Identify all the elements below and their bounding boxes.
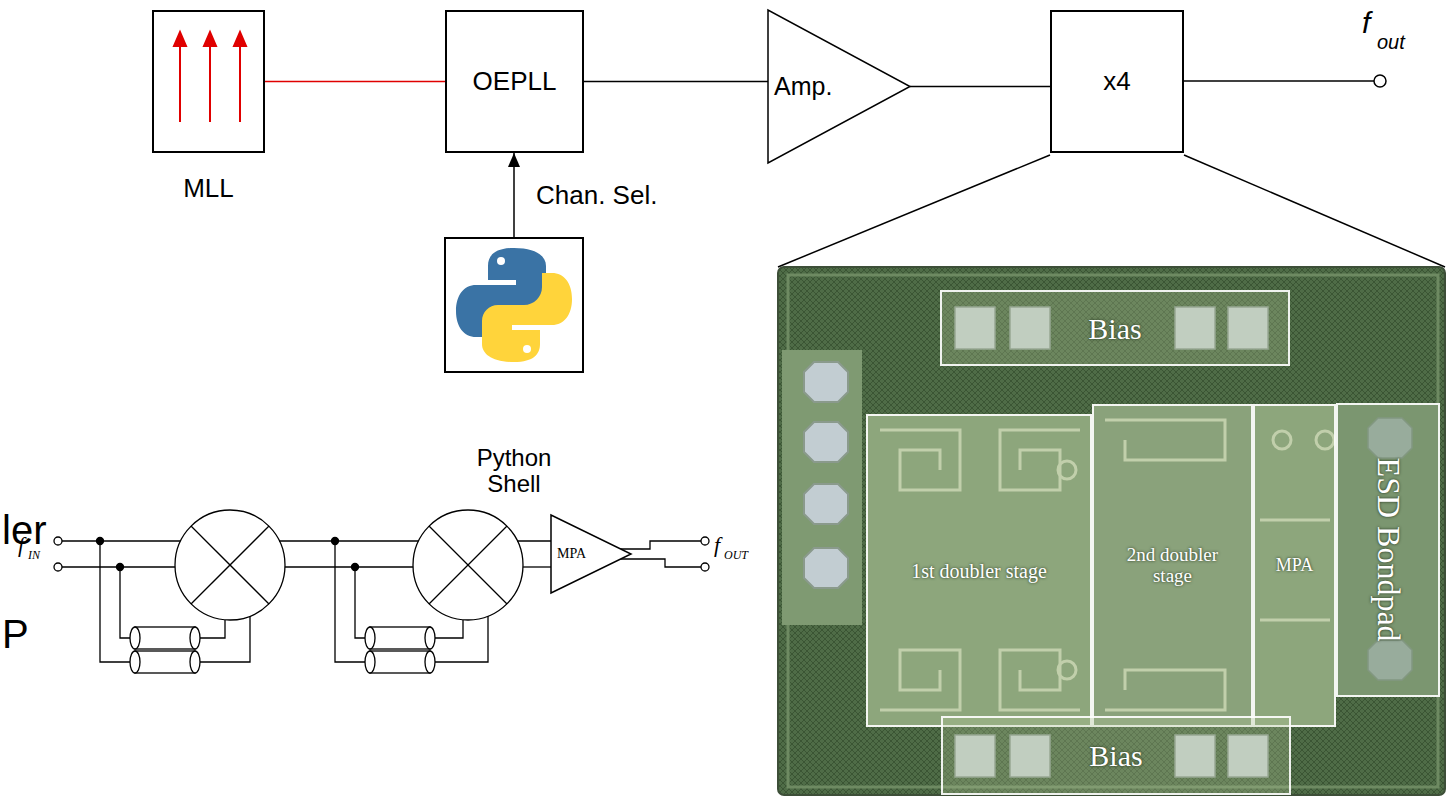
triangle-outline	[768, 10, 910, 163]
connector	[508, 153, 520, 237]
drawing-ellipse	[365, 651, 375, 673]
node-text: Python Shell	[464, 445, 564, 498]
drawing-line	[62, 540, 181, 541]
connector	[910, 86, 1050, 87]
cut-text: P	[2, 614, 29, 654]
drawing-line	[191, 526, 269, 604]
drawing-polygon	[804, 362, 848, 402]
drawing-circle	[497, 257, 505, 265]
drawing-line	[179, 44, 181, 122]
drawing-ellipse	[190, 651, 200, 673]
drawing-polygon	[804, 548, 848, 588]
drawing-circle	[54, 563, 62, 571]
edge-label: Chan. Sel.	[534, 181, 659, 209]
node-text: Bias	[1089, 739, 1142, 772]
signal-name: f	[18, 534, 24, 556]
amplifier-region: MPA	[1253, 404, 1336, 727]
drawing-ellipse	[130, 627, 140, 649]
drawing-ellipse	[425, 627, 435, 649]
drawing-rect	[866, 414, 1092, 727]
signal-name: f	[714, 534, 720, 556]
drawing-g	[482, 273, 572, 362]
drawing-line	[517, 540, 551, 541]
arrow-head	[508, 153, 520, 167]
drawing-line	[429, 526, 507, 604]
drawing-rect	[782, 350, 862, 625]
drawing-rect	[1253, 404, 1336, 727]
node-text: OEPLL	[473, 67, 557, 96]
pll-box: OEPLL	[445, 10, 584, 153]
node-text: 2nd doubler stage	[1113, 545, 1233, 587]
drawing-ellipse	[365, 627, 375, 649]
quadrupler-schematic	[54, 510, 709, 673]
cut-text: ler	[2, 510, 46, 550]
drawing-ellipse	[190, 627, 200, 649]
connector-line	[265, 81, 445, 83]
drawing-circle	[701, 537, 709, 545]
drawing-circle	[175, 510, 285, 620]
drawing-circle	[413, 510, 523, 620]
connector-line	[584, 81, 768, 83]
python-shell-box: Python Shell	[444, 237, 584, 373]
doubler-region: 2nd doubler stage	[1092, 404, 1253, 727]
node-text: MPA	[1276, 556, 1313, 576]
signal-subscript: IN	[28, 549, 40, 561]
drawing-line	[279, 540, 419, 541]
connector	[584, 81, 768, 82]
drawing-ellipse	[130, 651, 140, 673]
drawing-rect	[135, 627, 195, 649]
drawing-circle	[523, 345, 531, 353]
drawing-line	[239, 44, 241, 122]
bondpad-region: ESD Bondpad	[1336, 403, 1440, 697]
drawing-polygon	[804, 484, 848, 524]
bias-region: Bias	[941, 716, 1291, 795]
node-text: 1st doubler stage	[911, 560, 1047, 582]
drawing-polygon	[174, 32, 186, 46]
drawing-line	[1184, 155, 1445, 267]
node-text: Bias	[1088, 312, 1141, 345]
laser-box: MLL	[152, 10, 265, 153]
drawing-line	[778, 155, 1050, 267]
drawing-line	[429, 526, 507, 604]
signal-subscript: out	[1377, 32, 1405, 52]
drawing-rect	[778, 267, 1445, 795]
signal-name: f	[1362, 8, 1370, 38]
multiplier-box: x4	[1050, 10, 1184, 153]
python-logo	[456, 248, 572, 362]
drawing-rect	[1092, 404, 1253, 727]
connector	[265, 81, 445, 82]
doubler-region: 1st doubler stage	[866, 414, 1092, 727]
drawing-line	[285, 566, 413, 567]
triangle-outline	[551, 515, 631, 593]
drawing-rect	[1336, 403, 1440, 697]
drawing-rect	[135, 651, 195, 673]
drawing-circle	[54, 537, 62, 545]
bias-region: Bias	[940, 290, 1290, 366]
amplifier-triangle: MPA	[551, 515, 631, 593]
node-text: MLL	[183, 174, 234, 203]
node-text: Amp.	[774, 73, 832, 101]
drawing-ellipse	[425, 651, 435, 673]
pulse-arrows	[174, 32, 246, 122]
drawing-g	[804, 362, 848, 588]
drawing-polygon	[804, 422, 848, 462]
chip-photo	[778, 267, 1445, 795]
drawing-path	[482, 273, 572, 362]
drawing-polygon	[204, 32, 216, 46]
drawing-line	[191, 526, 269, 604]
node-text: ESD Bondpad	[1370, 458, 1405, 642]
drawing-rect	[370, 651, 430, 673]
drawing-circle	[1374, 75, 1386, 87]
drawing-line	[209, 44, 211, 122]
drawing-rect	[370, 627, 430, 649]
connector-line	[910, 86, 1050, 88]
amplifier-triangle: Amp.	[768, 10, 910, 163]
drawing-line	[523, 566, 551, 567]
drawing-circle	[701, 563, 709, 571]
drawing-polygon	[234, 32, 246, 46]
signal-subscript: OUT	[724, 549, 748, 561]
node-text: MPA	[557, 546, 586, 561]
drawing-line	[1184, 80, 1374, 82]
node-text: x4	[1103, 67, 1130, 96]
